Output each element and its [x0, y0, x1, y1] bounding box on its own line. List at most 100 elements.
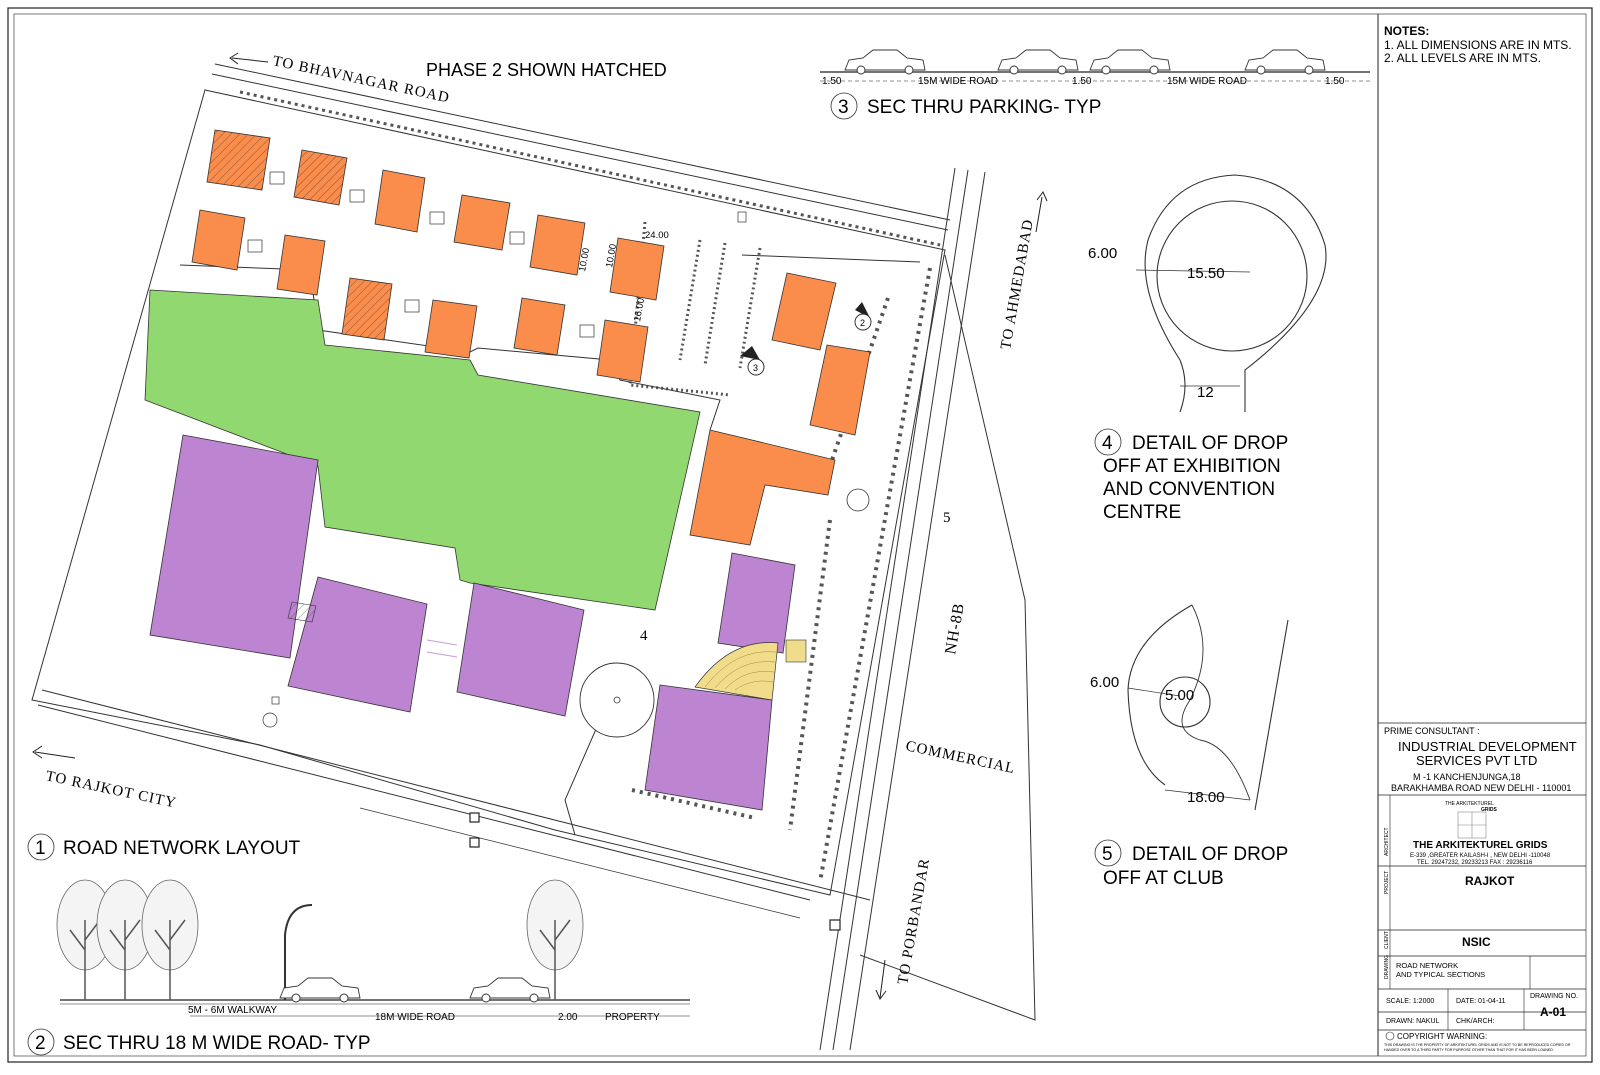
svg-text:5.00: 5.00 — [1165, 687, 1194, 704]
exhibition-halls — [149, 434, 796, 811]
rajkot-road-edge-2 — [37, 704, 811, 901]
nh8b-edge-1 — [819, 167, 956, 1051]
hall-4 — [717, 552, 796, 654]
svg-text:BARAKHAMBA ROAD NEW DELHI - 11: BARAKHAMBA ROAD NEW DELHI - 110001 — [1391, 783, 1571, 793]
internal-road-2 — [741, 254, 921, 263]
commercial-parcel — [859, 254, 1036, 1021]
svg-text:A-01: A-01 — [1540, 1005, 1566, 1019]
exhibition-ground — [144, 289, 701, 611]
svg-text:18M WIDE ROAD: 18M WIDE ROAD — [375, 1012, 455, 1023]
car — [1089, 49, 1171, 75]
hall-link-2 — [426, 651, 458, 658]
site-boundary — [31, 89, 946, 896]
svg-text:2: 2 — [35, 1033, 46, 1054]
nh8b-label: NH-8B — [942, 601, 968, 655]
villa-block — [453, 194, 511, 251]
sheet-inner-border — [13, 13, 1587, 1057]
villa-block — [596, 319, 649, 383]
svg-text:4: 4 — [1102, 433, 1113, 454]
phase2-hatch — [207, 130, 392, 340]
car — [844, 49, 926, 75]
parking-rows — [628, 221, 762, 397]
svg-text:ROAD NETWORK LAYOUT: ROAD NETWORK LAYOUT — [63, 838, 301, 859]
notes: NOTES: 1. ALL DIMENSIONS ARE IN MTS. 2. … — [1384, 24, 1572, 65]
car — [469, 977, 551, 1003]
street-light — [284, 904, 313, 1000]
service-boxes — [247, 171, 747, 338]
detail-4-drawing: 6.00 15.50 12 — [1088, 174, 1327, 413]
villa-block — [529, 214, 586, 276]
svg-text:15M WIDE ROAD: 15M WIDE ROAD — [1167, 76, 1247, 87]
svg-text:DRAWING: DRAWING — [1384, 955, 1390, 979]
svg-text:PRIME CONSULTANT :: PRIME CONSULTANT : — [1384, 726, 1480, 736]
svg-text:1. ALL DIMENSIONS ARE IN MTS.: 1. ALL DIMENSIONS ARE IN MTS. — [1384, 38, 1572, 52]
club-roundabout — [846, 488, 870, 512]
title-1: 1 ROAD NETWORK LAYOUT — [27, 833, 301, 861]
hall-link — [426, 639, 458, 646]
villa-block — [276, 234, 326, 296]
car — [279, 977, 361, 1003]
svg-text:6.00: 6.00 — [1088, 245, 1117, 262]
parcel-number-4: 4 — [640, 628, 648, 644]
svg-text:5: 5 — [1102, 844, 1113, 865]
parked-cars — [844, 49, 1326, 75]
svg-text:GRIDS: GRIDS — [1481, 807, 1498, 813]
section-marker-3: 3 — [740, 346, 765, 376]
internal-road-3 — [564, 719, 601, 836]
svg-text:M -1 KANCHENJUNGA,18: M -1 KANCHENJUNGA,18 — [1413, 772, 1521, 782]
title-5: 5 DETAIL OF DROP OFF AT CLUB — [1094, 839, 1288, 889]
villa-block — [809, 344, 871, 436]
svg-text:1.50: 1.50 — [1072, 76, 1092, 87]
title-3: 3 SEC THRU PARKING- TYP — [830, 92, 1101, 120]
svg-text:CENTRE: CENTRE — [1103, 502, 1181, 523]
svg-text:TO BHAVNAGAR ROAD: TO BHAVNAGAR ROAD — [271, 53, 451, 106]
svg-text:1.50: 1.50 — [822, 76, 842, 87]
svg-text:1: 1 — [35, 838, 46, 859]
road-cars — [279, 977, 551, 1003]
rajkot-label: TO RAJKOT CITY — [32, 745, 178, 812]
svg-text:E-339 ,GREATER KAILASH-I , NEW: E-339 ,GREATER KAILASH-I , NEW DELHI -11… — [1410, 853, 1551, 859]
villa-block — [191, 209, 246, 271]
svg-text:INDUSTRIAL DEVELOPMENT: INDUSTRIAL DEVELOPMENT — [1398, 739, 1577, 754]
road-section: 5M - 6M WALKWAY 18M WIDE ROAD 2.00 PROPE… — [56, 879, 690, 1023]
svg-text:2: 2 — [860, 318, 865, 328]
dim-10: 10.00 — [604, 243, 619, 268]
bhavnagar-label: TO BHAVNAGAR ROAD — [229, 52, 451, 106]
svg-text:TO PORBANDAR: TO PORBANDAR — [895, 857, 933, 986]
svg-text:SCALE: 1:2000: SCALE: 1:2000 — [1386, 998, 1434, 1005]
tree-row-south — [631, 788, 756, 820]
svg-text:TO RAJKOT CITY: TO RAJKOT CITY — [44, 768, 178, 811]
svg-text:DATE: 01-04-11: DATE: 01-04-11 — [1456, 998, 1506, 1005]
copyright-icon — [1385, 1031, 1395, 1041]
dim-16: 16.00 — [632, 297, 647, 322]
svg-text:DETAIL OF DROP: DETAIL OF DROP — [1132, 844, 1288, 865]
roundabout-centre — [613, 696, 621, 704]
svg-text:ARCHITECT: ARCHITECT — [1384, 827, 1390, 856]
club-block — [689, 429, 836, 546]
bhavnagar-road-edge — [214, 63, 951, 221]
tree — [526, 879, 584, 1000]
rajkot-road-edge-3 — [359, 807, 801, 919]
nh8b-edge-3 — [849, 171, 986, 1051]
svg-text:TEL. 29247232, 29233213 FAX: TEL. 29247232, 29233213 FAX : 29236116 — [1417, 860, 1533, 866]
svg-text:3: 3 — [838, 97, 849, 118]
title-4: 4 DETAIL OF DROP OFF AT EXHIBITION AND C… — [1094, 428, 1288, 523]
villa-block — [374, 169, 426, 233]
svg-text:12: 12 — [1197, 384, 1214, 401]
svg-text:3: 3 — [753, 363, 758, 373]
amphitheatre-tiers — [704, 651, 777, 691]
tree — [56, 879, 114, 1000]
villa-block — [771, 272, 837, 351]
car — [1244, 49, 1326, 75]
svg-text:THE ARKITEKTUREL: THE ARKITEKTUREL — [1445, 801, 1494, 807]
tree-row-top — [239, 90, 941, 247]
svg-text:PROPERTY: PROPERTY — [605, 1012, 660, 1023]
svg-text:15M WIDE ROAD: 15M WIDE ROAD — [918, 76, 998, 87]
detail-5-drawing: 6.00 5.00 18.00 — [1090, 604, 1289, 811]
parcel-number-5: 5 — [943, 510, 951, 526]
svg-text:ROAD NETWORK: ROAD NETWORK — [1396, 961, 1458, 970]
title-2: 2 SEC THRU 18 M WIDE ROAD- TYP — [27, 1028, 371, 1056]
svg-text:PROJECT: PROJECT — [1384, 871, 1390, 894]
